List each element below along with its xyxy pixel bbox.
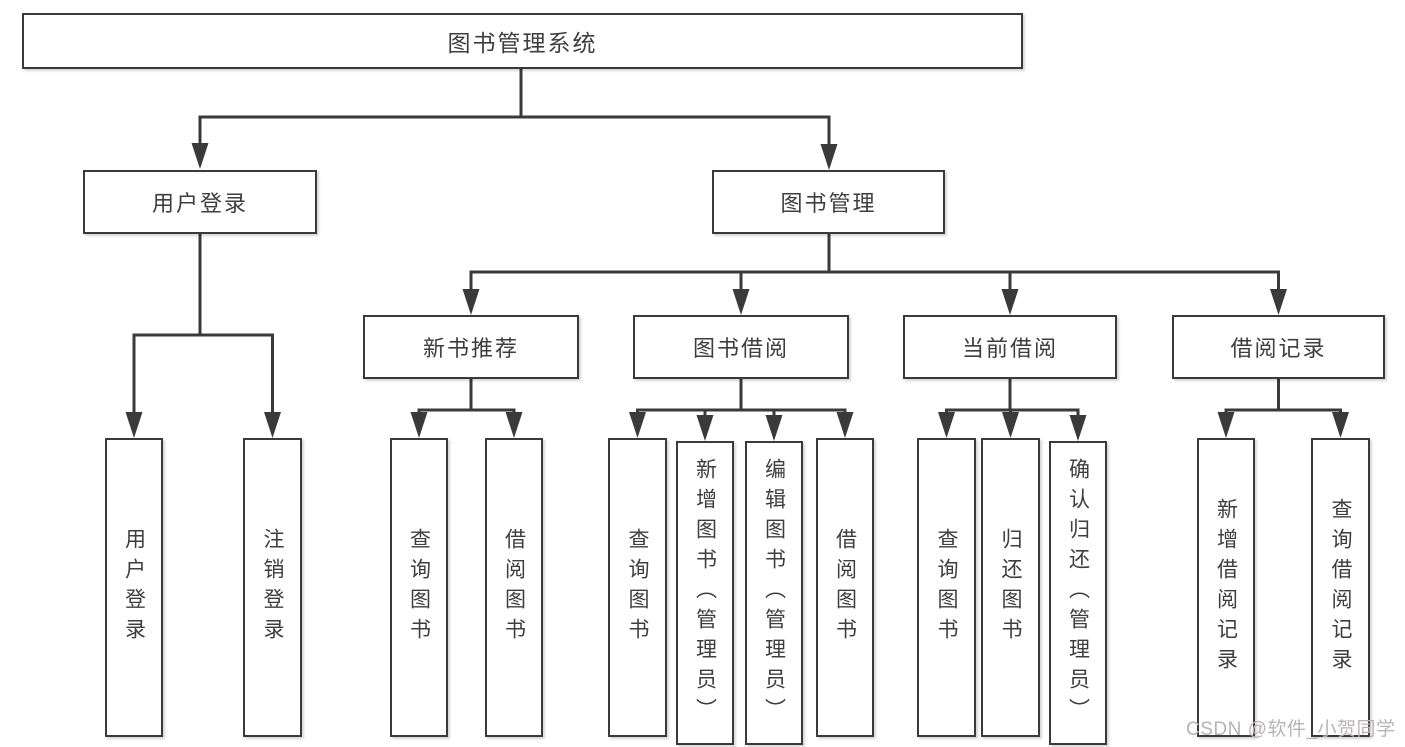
node-label: 查询借阅记录 — [1329, 497, 1352, 678]
node-label: 新增借阅记录 — [1214, 497, 1238, 678]
node-login: 用户登录 — [105, 438, 163, 737]
arrowheads — [125, 143, 1349, 441]
node-system-root: 图书管理系统 — [22, 13, 1023, 69]
node-label: 借阅图书 — [833, 527, 857, 648]
node-edit-books-admin: 编辑图书（管理员） — [745, 441, 803, 745]
node-label: 借阅图书 — [502, 527, 526, 648]
node-confirm-return-admin: 确认归还（管理员） — [1049, 441, 1107, 745]
node-add-borrow-record: 新增借阅记录 — [1197, 438, 1255, 737]
node-query-books-2: 查询图书 — [608, 438, 667, 737]
node-label: 注销登录 — [261, 527, 284, 648]
node-return-books: 归还图书 — [981, 438, 1040, 737]
node-borrow-records: 借阅记录 — [1172, 315, 1385, 379]
node-label: 查询图书 — [935, 527, 958, 648]
node-user-login: 用户登录 — [83, 170, 317, 234]
node-query-books: 查询图书 — [390, 438, 448, 737]
node-current-borrowing: 当前借阅 — [903, 315, 1117, 379]
node-query-borrow-record: 查询借阅记录 — [1311, 438, 1370, 737]
node-borrow-books-2: 借阅图书 — [816, 438, 874, 737]
node-book-management: 图书管理 — [712, 170, 945, 234]
node-query-books-3: 查询图书 — [917, 438, 976, 737]
node-new-book-recommend: 新书推荐 — [363, 315, 579, 379]
node-label: 归还图书 — [999, 527, 1022, 648]
node-book-borrowing: 图书借阅 — [633, 315, 849, 379]
node-logout: 注销登录 — [243, 438, 302, 737]
node-add-books-admin: 新增图书（管理员） — [676, 441, 734, 745]
node-label: 确认归还（管理员） — [1066, 458, 1090, 728]
node-borrow-books: 借阅图书 — [485, 438, 543, 737]
node-label: 查询图书 — [407, 527, 431, 648]
node-label: 用户登录 — [122, 527, 146, 648]
watermark: CSDN @软件_小贺同学 — [1186, 719, 1396, 740]
node-label: 编辑图书（管理员） — [762, 458, 786, 728]
node-label: 新增图书（管理员） — [693, 458, 717, 728]
node-label: 查询图书 — [626, 527, 649, 648]
